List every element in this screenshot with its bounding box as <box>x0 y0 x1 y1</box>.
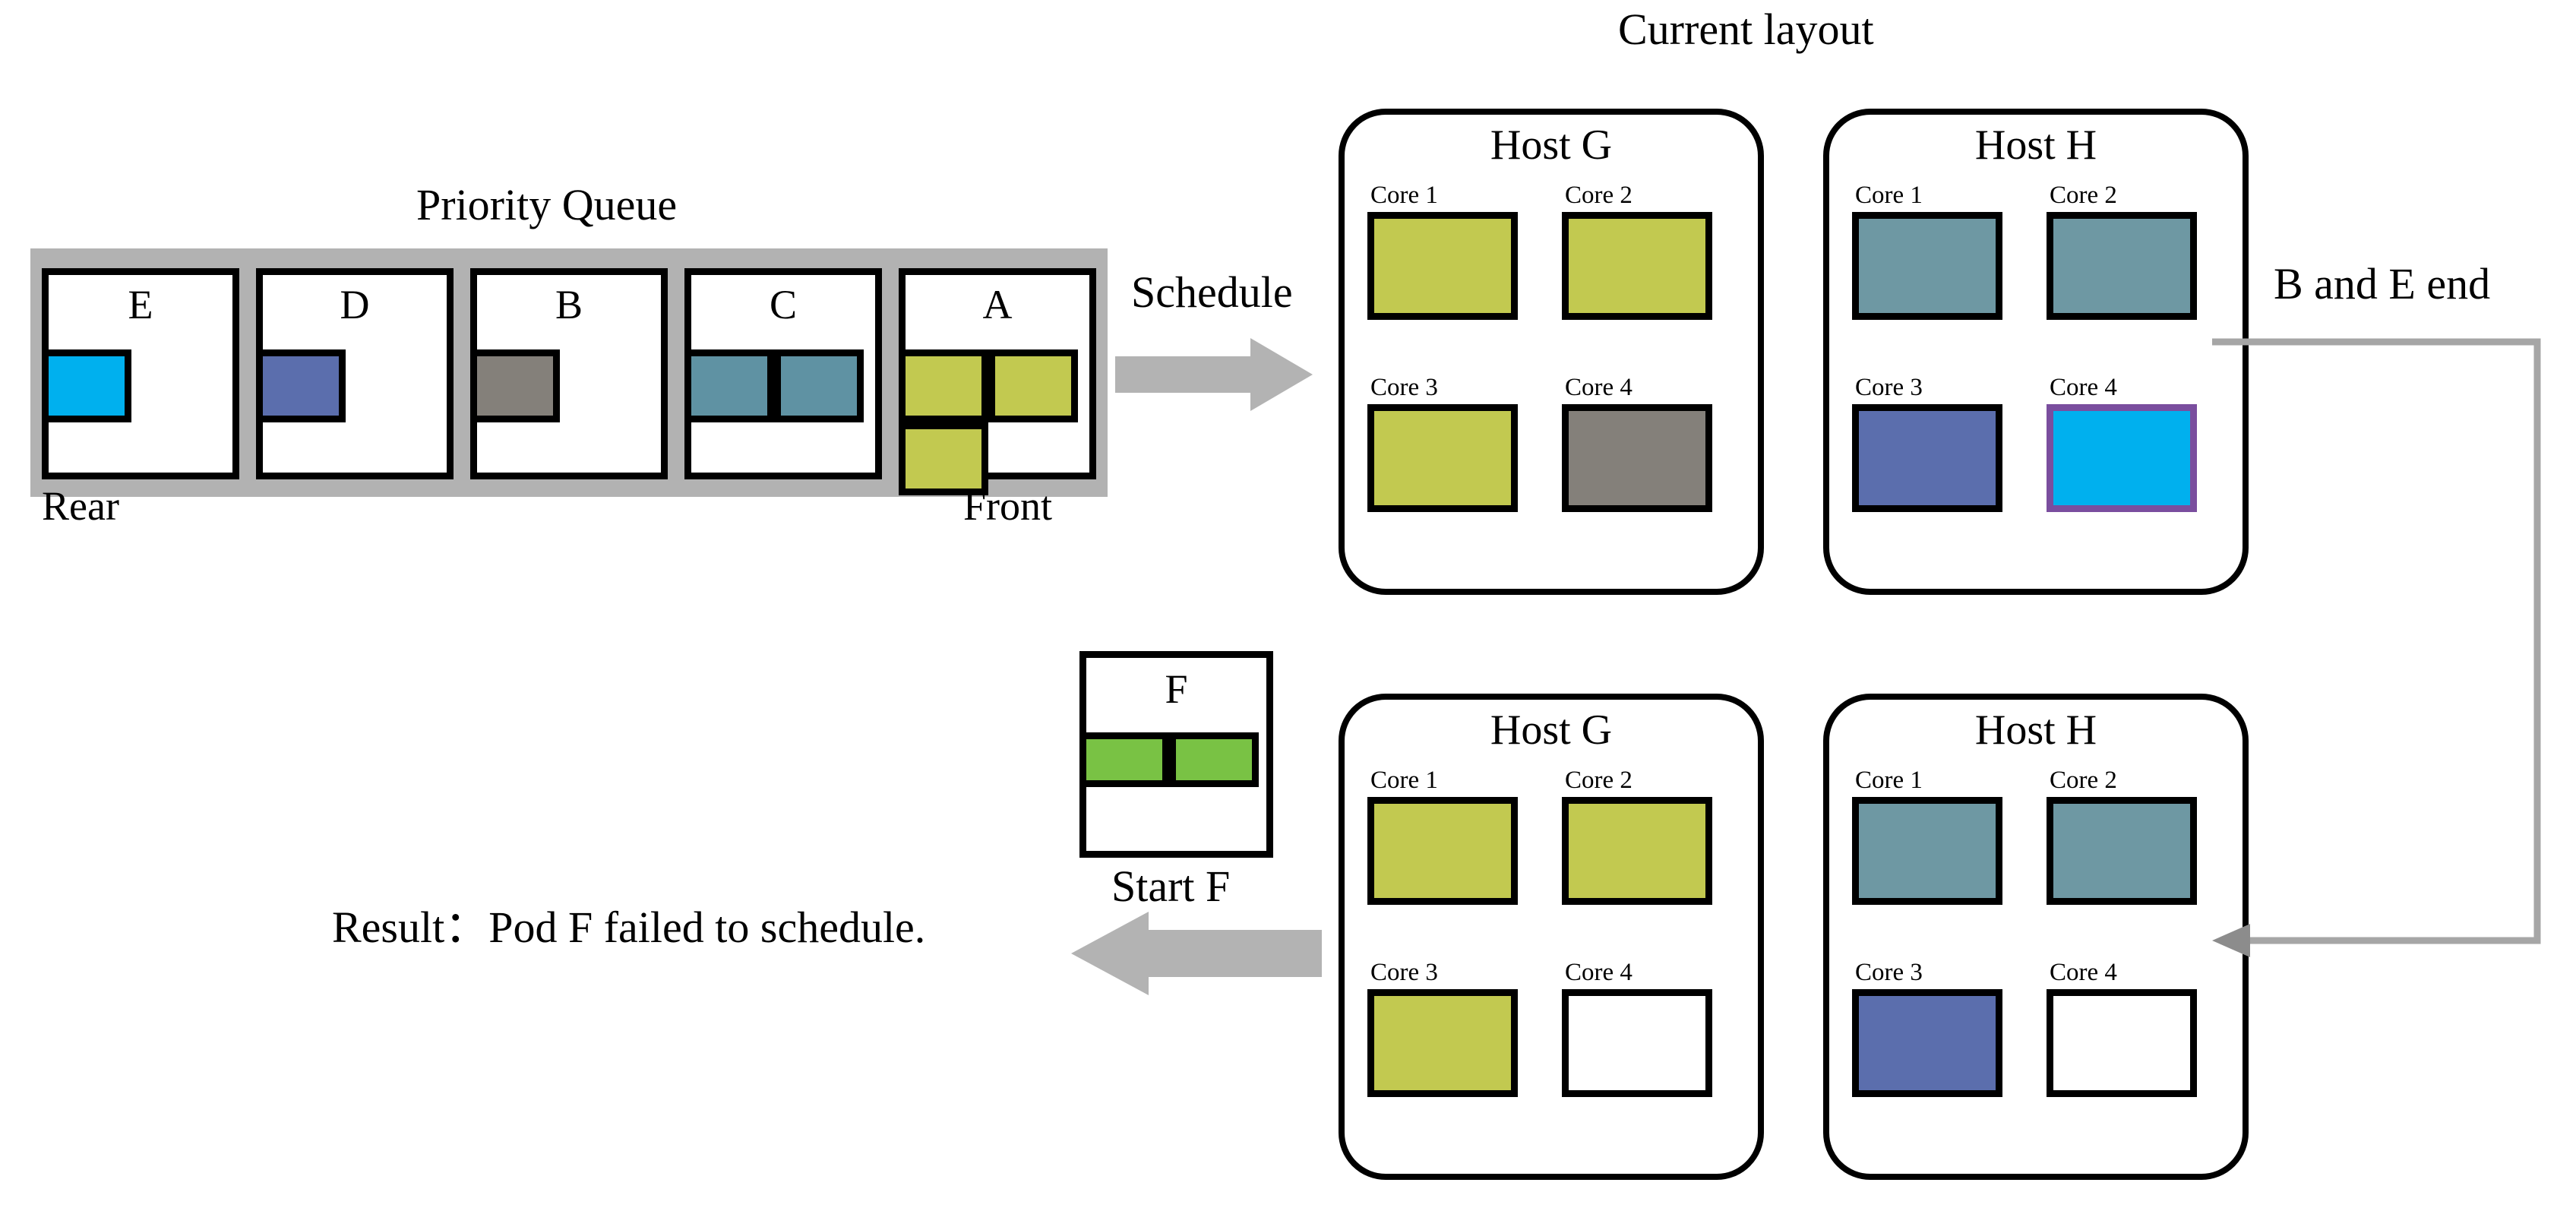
host-title: Host H <box>1974 122 2097 169</box>
core-box <box>1562 797 1712 905</box>
pod-block-a-3 <box>899 422 988 495</box>
queue-cell-d[interactable]: D <box>256 268 454 479</box>
core-box <box>1367 212 1518 320</box>
core-label: Core 3 <box>1370 374 1438 401</box>
host-g-bottom-core-1[interactable]: Core 1 <box>1367 768 1519 905</box>
host-title: Host G <box>1490 122 1613 169</box>
core-box <box>1367 797 1518 905</box>
host-h-top-core-2[interactable]: Core 2 <box>2047 183 2198 320</box>
core-box <box>1852 212 2002 320</box>
core-label: Core 1 <box>1370 182 1438 209</box>
core-label: Core 3 <box>1855 374 1923 401</box>
pod-f-card[interactable]: F <box>1079 651 1273 858</box>
host-h-bottom-core-2[interactable]: Core 2 <box>2047 768 2198 905</box>
schedule-label: Schedule <box>1131 267 1293 317</box>
priority-queue-title: Priority Queue <box>416 180 678 229</box>
core-box <box>1562 989 1712 1097</box>
host-h-top-core-4[interactable]: Core 4 <box>2047 375 2198 512</box>
host-g-top[interactable]: Host G Core 1 Core 2 Core 3 Core 4 <box>1339 109 1764 595</box>
queue-cell-label: B <box>555 282 583 327</box>
host-h-bottom-core-4[interactable]: Core 4 <box>2047 960 2198 1097</box>
b-and-e-end-connector-arrow <box>2212 338 2541 957</box>
current-layout-title: Current layout <box>1618 5 1874 54</box>
pod-block-e <box>42 349 131 422</box>
host-h-bottom-core-1[interactable]: Core 1 <box>1852 768 2004 905</box>
core-label: Core 1 <box>1855 182 1923 209</box>
queue-cell-a[interactable]: A <box>899 268 1096 495</box>
pod-block-f-1 <box>1079 732 1169 787</box>
core-box <box>1852 404 2002 512</box>
host-g-top-core-3[interactable]: Core 3 <box>1367 375 1519 512</box>
queue-cell-label: C <box>769 282 798 327</box>
core-box <box>1367 404 1518 512</box>
core-box <box>2047 797 2197 905</box>
pod-f-label: F <box>1165 666 1188 712</box>
host-title: Host G <box>1490 707 1613 754</box>
pod-block-c-1 <box>684 349 774 422</box>
core-box <box>2047 212 2197 320</box>
core-label: Core 2 <box>2050 767 2117 794</box>
start-f-label: Start F <box>1111 862 1231 911</box>
host-g-bottom[interactable]: Host G Core 1 Core 2 Core 3 Core 4 <box>1339 694 1764 1180</box>
core-box <box>1367 989 1518 1097</box>
core-box <box>2047 989 2197 1097</box>
core-label: Core 2 <box>1565 767 1633 794</box>
queue-cell-label: E <box>128 282 153 327</box>
pod-block-a-2 <box>988 349 1078 422</box>
result-text: Result：Pod F failed to schedule. <box>332 903 926 952</box>
queue-cell-e[interactable]: E <box>42 268 239 479</box>
host-g-top-core-2[interactable]: Core 2 <box>1562 183 1714 320</box>
pod-block-c-2 <box>774 349 864 422</box>
core-label: Core 3 <box>1370 959 1438 986</box>
core-label: Core 2 <box>1565 182 1633 209</box>
pod-block-b <box>470 349 560 422</box>
host-g-bottom-core-3[interactable]: Core 3 <box>1367 960 1519 1097</box>
host-h-top-core-1[interactable]: Core 1 <box>1852 183 2004 320</box>
core-label: Core 4 <box>1565 374 1633 401</box>
b-and-e-end-label: B and E end <box>2274 259 2491 308</box>
queue-rear-label: Rear <box>42 483 119 529</box>
core-box <box>2047 404 2197 512</box>
host-g-bottom-core-4[interactable]: Core 4 <box>1562 960 1714 1097</box>
queue-front-label: Front <box>963 483 1053 529</box>
pod-block-f-2 <box>1169 732 1259 787</box>
core-label: Core 3 <box>1855 959 1923 986</box>
host-h-bottom[interactable]: Host H Core 1 Core 2 Core 3 Core 4 <box>1823 694 2249 1180</box>
core-label: Core 4 <box>2050 374 2117 401</box>
host-g-bottom-core-2[interactable]: Core 2 <box>1562 768 1714 905</box>
core-box <box>1852 797 2002 905</box>
pod-block-d <box>256 349 346 422</box>
core-label: Core 1 <box>1855 767 1923 794</box>
queue-cell-c[interactable]: C <box>684 268 882 479</box>
core-label: Core 1 <box>1370 767 1438 794</box>
core-box <box>1562 212 1712 320</box>
host-h-bottom-core-3[interactable]: Core 3 <box>1852 960 2004 1097</box>
host-h-top-core-3[interactable]: Core 3 <box>1852 375 2004 512</box>
core-label: Core 4 <box>1565 959 1633 986</box>
schedule-arrow-icon <box>1115 338 1313 411</box>
host-g-top-core-4[interactable]: Core 4 <box>1562 375 1714 512</box>
queue-cell-b[interactable]: B <box>470 268 668 479</box>
host-title: Host H <box>1974 707 2097 754</box>
core-label: Core 2 <box>2050 182 2117 209</box>
core-box <box>1852 989 2002 1097</box>
core-label: Core 4 <box>2050 959 2117 986</box>
host-h-top[interactable]: Host H Core 1 Core 2 Core 3 Core 4 <box>1823 109 2249 595</box>
host-g-top-core-1[interactable]: Core 1 <box>1367 183 1519 320</box>
core-box <box>1562 404 1712 512</box>
queue-cell-label: A <box>982 282 1013 327</box>
queue-cell-label: D <box>340 282 370 327</box>
pod-block-a-1 <box>899 349 988 422</box>
result-arrow-icon <box>1071 912 1322 995</box>
